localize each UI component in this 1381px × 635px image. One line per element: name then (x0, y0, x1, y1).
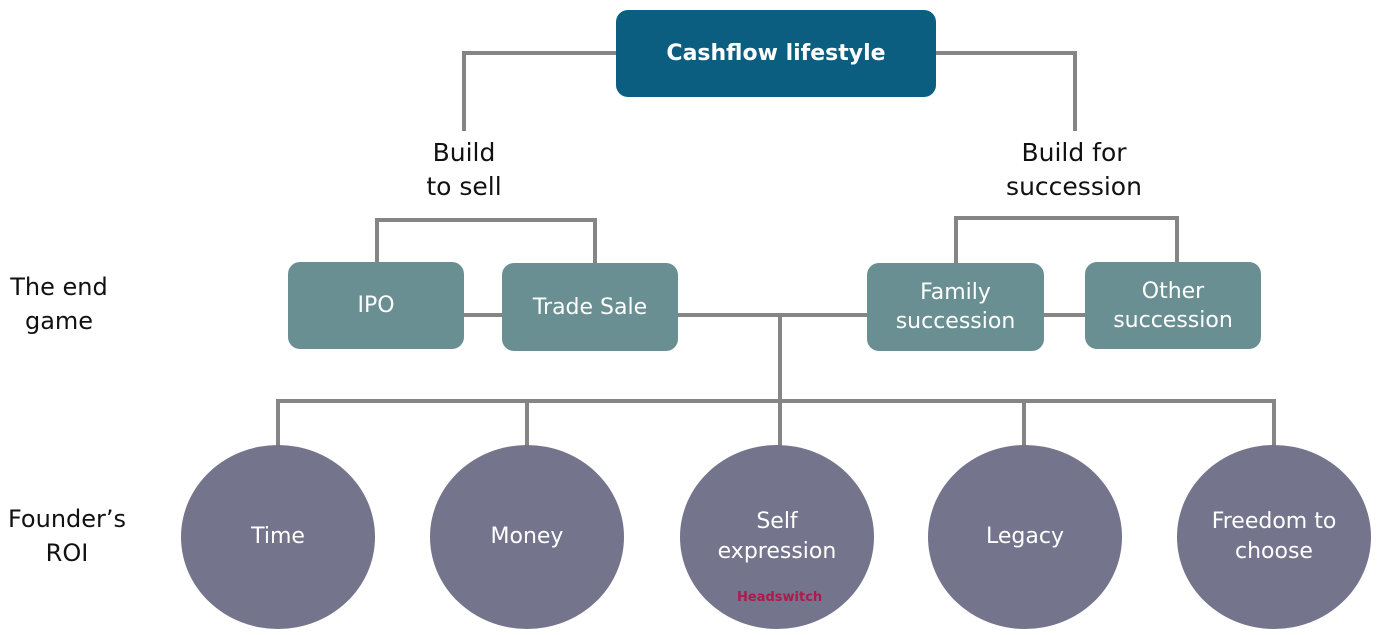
connector-sell-bracket-h (375, 218, 597, 222)
row-label-founders-roi: Founder’s ROI (7, 505, 127, 567)
connector-sell-bracket-left (375, 218, 379, 263)
end-game-family-succession: Family succession (867, 263, 1044, 351)
connector-roi-drop-2 (525, 399, 529, 447)
roi-legacy: Legacy (928, 445, 1122, 629)
headswitch-logo: Headswitch (737, 590, 823, 605)
connector-roi-drop-4 (1022, 399, 1026, 447)
connector-roi-drop-5 (1272, 399, 1276, 447)
end-game-family-succession-label: Family succession (895, 280, 1016, 334)
roi-self-expression: Self expression (680, 445, 874, 629)
row-label-end-game: The end game (10, 273, 108, 335)
roi-money-label: Money (490, 524, 564, 549)
roi-legacy-label: Legacy (986, 524, 1064, 549)
connector-ipo-trade (463, 313, 503, 317)
connector-succession-bracket-right (1175, 216, 1179, 263)
connector-trade-family (677, 313, 868, 317)
end-game-trade-sale: Trade Sale (502, 263, 678, 351)
branch-label-build-to-sell: Build to sell (426, 138, 502, 201)
end-game-ipo-label: IPO (357, 293, 395, 318)
connector-family-other (1043, 313, 1086, 317)
connector-succession-bracket-left (954, 216, 958, 263)
roi-time-label: Time (251, 524, 305, 549)
roi-freedom-to-choose-label: Freedom to choose (1211, 509, 1337, 564)
connector-sell-bracket-right (593, 218, 597, 263)
connector-roi-drop-1 (276, 399, 280, 447)
connector-roi-drop-3 (778, 399, 782, 447)
connector-succession-bracket-h (954, 216, 1178, 220)
connector-trunk-v (778, 313, 782, 403)
end-game-other-succession: Other succession (1085, 262, 1261, 349)
end-game-trade-sale-label: Trade Sale (532, 294, 648, 320)
roi-time: Time (181, 445, 375, 629)
connector-root-right-h (935, 51, 1077, 55)
root-node-label: Cashflow lifestyle (666, 41, 886, 66)
branch-label-build-for-succession: Build for succession (1006, 138, 1142, 201)
connector-root-right-v (1073, 51, 1077, 131)
connector-roi-h (276, 399, 1276, 403)
roi-self-expression-label: Self expression (717, 509, 837, 564)
root-node: Cashflow lifestyle (616, 10, 936, 97)
end-game-other-succession-label: Other succession (1113, 278, 1233, 333)
roi-freedom-to-choose: Freedom to choose (1177, 445, 1371, 629)
connector-root-left-v (462, 51, 466, 131)
connector-root-left-h (462, 51, 617, 55)
roi-money: Money (430, 445, 624, 629)
end-game-ipo: IPO (288, 262, 464, 349)
